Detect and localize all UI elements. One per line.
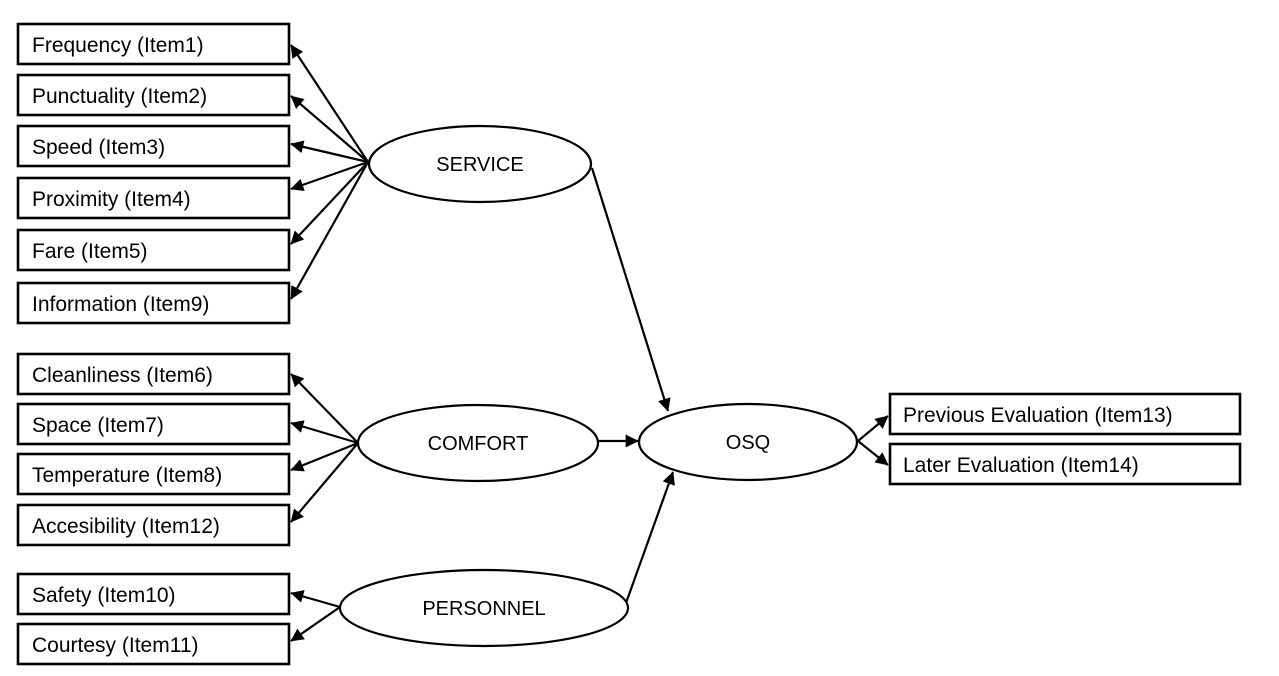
edge-comfort-item7	[290, 420, 359, 445]
indicator-label-item2: Punctuality (Item2)	[32, 85, 207, 108]
latent-personnel-label: PERSONNEL	[422, 598, 545, 620]
edge-personnel-osq	[624, 471, 675, 604]
indicator-label-item8: Temperature (Item8)	[32, 464, 222, 487]
indicator-box-item10	[16, 572, 291, 616]
indicator-label-item6: Cleanliness (Item6)	[32, 364, 213, 387]
indicator-box-item13	[888, 392, 1242, 436]
comfort-indicators: Cleanliness (Item6) Space (Item7) Temper…	[16, 352, 291, 547]
indicator-label-item9: Information (Item9)	[32, 293, 209, 316]
latent-comfort	[356, 403, 600, 483]
indicator-box-item6	[16, 352, 291, 396]
indicator-label-item12: Accesibility (Item12)	[32, 515, 220, 538]
edge-service-item4	[290, 160, 369, 192]
indicator-label-item13: Previous Evaluation (Item13)	[903, 404, 1173, 427]
indicator-box-item8	[16, 452, 291, 496]
latent-service	[367, 124, 593, 204]
edge-personnel-item11	[290, 606, 341, 642]
edge-service-item1	[290, 44, 369, 163]
indicator-box-item9	[16, 281, 291, 325]
latent-osq	[637, 402, 859, 482]
latent-constructs: SERVICE COMFORT PERSONNEL OSQ	[338, 124, 859, 648]
latent-comfort-label: COMFORT	[428, 433, 529, 455]
latent-osq-label: OSQ	[726, 432, 770, 454]
indicator-label-item11: Courtesy (Item11)	[32, 634, 199, 657]
edge-service-osq	[590, 167, 671, 412]
indicator-box-item7	[16, 402, 291, 446]
indicator-box-item5	[16, 228, 291, 272]
edge-service-item9	[290, 161, 369, 300]
indicator-label-item1: Frequency (Item1)	[32, 34, 204, 57]
indicator-box-item1	[16, 22, 291, 66]
edge-osq-item14	[857, 440, 889, 466]
outcome-indicators: Previous Evaluation (Item13) Later Evalu…	[888, 392, 1242, 486]
latent-personnel	[338, 568, 630, 648]
edge-service-item2	[290, 95, 369, 163]
edge-service-item3	[290, 140, 369, 164]
edge-comfort-item6	[290, 373, 359, 444]
indicator-label-item10: Safety (Item10)	[32, 584, 176, 607]
edge-personnel-item10	[290, 590, 341, 609]
indicator-box-item11	[16, 622, 291, 666]
indicator-label-item4: Proximity (Item4)	[32, 188, 191, 211]
indicator-box-item4	[16, 176, 291, 220]
edge-comfort-item12	[290, 442, 359, 523]
indicator-box-item2	[16, 73, 291, 117]
edges	[290, 44, 889, 642]
edge-osq-item13	[857, 415, 889, 442]
edge-comfort-item8	[290, 441, 359, 472]
indicator-box-item3	[16, 124, 291, 168]
indicator-label-item3: Speed (Item3)	[32, 136, 165, 159]
indicator-box-item14	[888, 442, 1242, 486]
personnel-indicators: Safety (Item10) Courtesy (Item11)	[16, 572, 291, 666]
indicator-box-item12	[16, 503, 291, 547]
edge-service-item5	[290, 161, 369, 245]
latent-service-label: SERVICE	[436, 154, 523, 176]
service-indicators: Frequency (Item1) Punctuality (Item2) Sp…	[16, 22, 291, 325]
indicator-label-item7: Space (Item7)	[32, 414, 164, 437]
indicator-label-item5: Fare (Item5)	[32, 240, 148, 263]
indicator-label-item14: Later Evaluation (Item14)	[903, 454, 1139, 477]
